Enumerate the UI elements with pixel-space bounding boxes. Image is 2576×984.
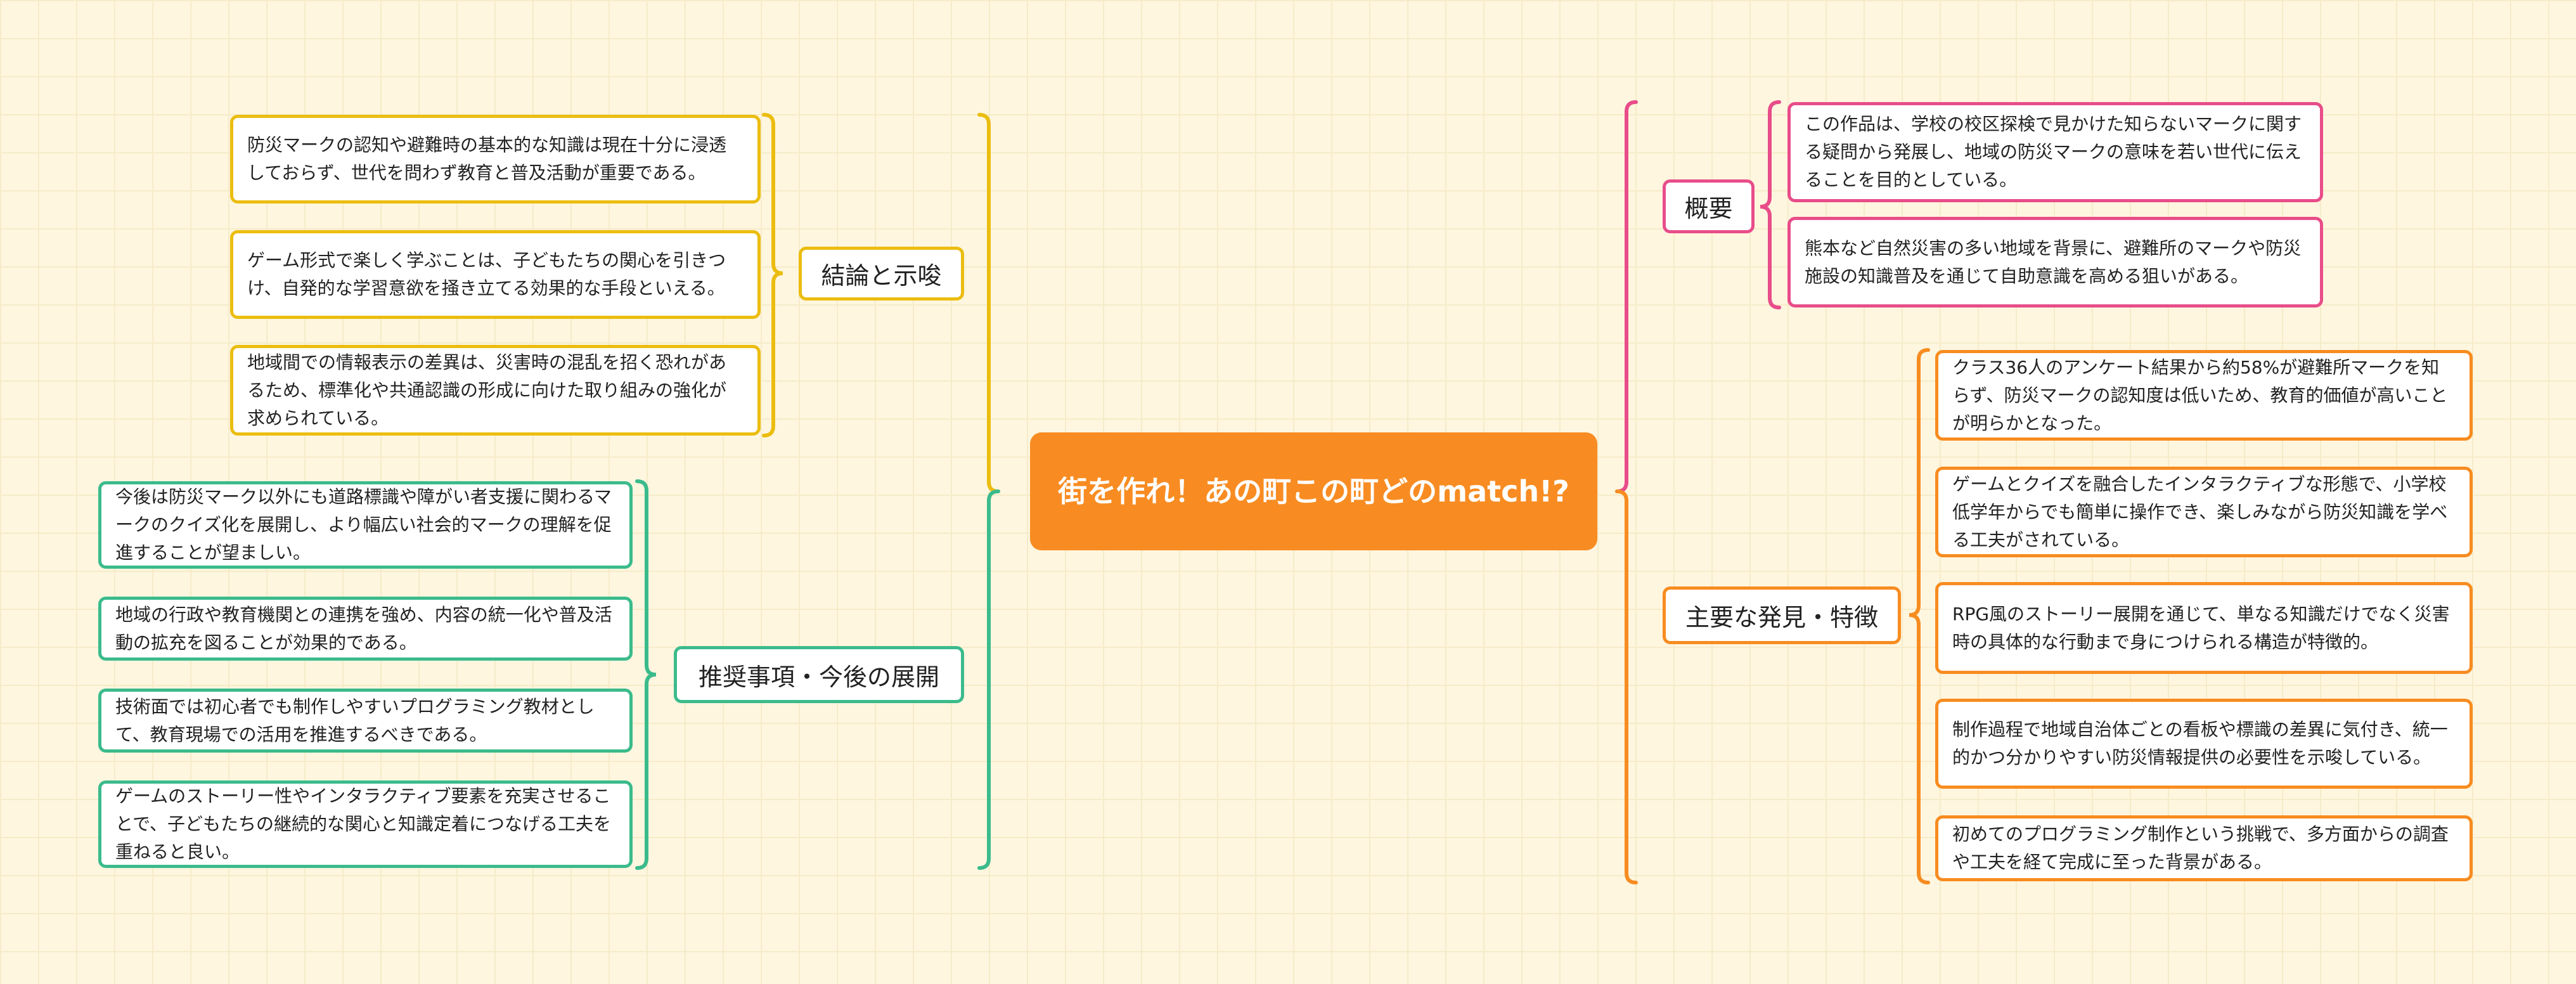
- overview-item[interactable]: この作品は、学校の校区探検で見かけた知らないマークに関する疑問から発展し、地域の…: [1787, 102, 2323, 202]
- finding-item[interactable]: 初めてのプログラミング制作という挑戦で、多方面からの調査や工夫を経て完成に至った…: [1935, 815, 2473, 881]
- overview-item[interactable]: 熊本など自然災害の多い地域を背景に、避難所のマークや防災施設の知識普及を通じて自…: [1787, 217, 2323, 308]
- recommendation-item[interactable]: ゲームのストーリー性やインタラクティブ要素を充実させることで、子どもたちの継続的…: [98, 780, 633, 868]
- root-topic[interactable]: 街を作れ！あの町この町どのmatch!?: [1030, 432, 1597, 550]
- finding-item[interactable]: ゲームとクイズを融合したインタラクティブな形態で、小学校低学年からでも簡単に操作…: [1935, 467, 2473, 557]
- branch-recommendations[interactable]: 推奨事項・今後の展開: [674, 646, 964, 703]
- conclusion-item[interactable]: ゲーム形式で楽しく学ぶことは、子どもたちの関心を引きつけ、自発的な学習意欲を掻き…: [230, 230, 761, 319]
- bracket-recommendations-main: [977, 489, 1000, 870]
- finding-item[interactable]: RPG風のストーリー展開を通じて、単なる知識だけでなく災害時の具体的な行動まで身…: [1935, 582, 2473, 674]
- bracket-conclusion-sub: [762, 113, 783, 437]
- bracket-overview-sub: [1760, 100, 1781, 309]
- branch-overview[interactable]: 概要: [1663, 179, 1755, 233]
- finding-item[interactable]: クラス36人のアンケート結果から約58%が避難所マークを知らず、防災マークの認知…: [1935, 350, 2473, 441]
- bracket-findings-main: [1615, 489, 1638, 884]
- branch-findings[interactable]: 主要な発見・特徴: [1663, 586, 1901, 644]
- bracket-overview-main: [1615, 100, 1638, 493]
- recommendation-item[interactable]: 技術面では初心者でも制作しやすいプログラミング教材として、教育現場での活用を推進…: [98, 689, 633, 753]
- branch-conclusion[interactable]: 結論と示唆: [799, 247, 964, 301]
- bracket-recommendations-sub: [635, 479, 657, 870]
- conclusion-item[interactable]: 防災マークの認知や避難時の基本的な知識は現在十分に浸透しておらず、世代を問わず教…: [230, 115, 761, 204]
- conclusion-item[interactable]: 地域間での情報表示の差異は、災害時の混乱を招く恐れがあるため、標準化や共通認識の…: [230, 345, 761, 436]
- recommendation-item[interactable]: 地域の行政や教育機関との連携を強め、内容の統一化や普及活動の拡充を図ることが効果…: [98, 597, 633, 661]
- bracket-conclusion-main: [977, 113, 1000, 493]
- bracket-findings-sub: [1909, 348, 1930, 884]
- finding-item[interactable]: 制作過程で地域自治体ごとの看板や標識の差異に気付き、統一的かつ分かりやすい防災情…: [1935, 699, 2473, 789]
- recommendation-item[interactable]: 今後は防災マーク以外にも道路標識や障がい者支援に関わるマークのクイズ化を展開し、…: [98, 481, 633, 569]
